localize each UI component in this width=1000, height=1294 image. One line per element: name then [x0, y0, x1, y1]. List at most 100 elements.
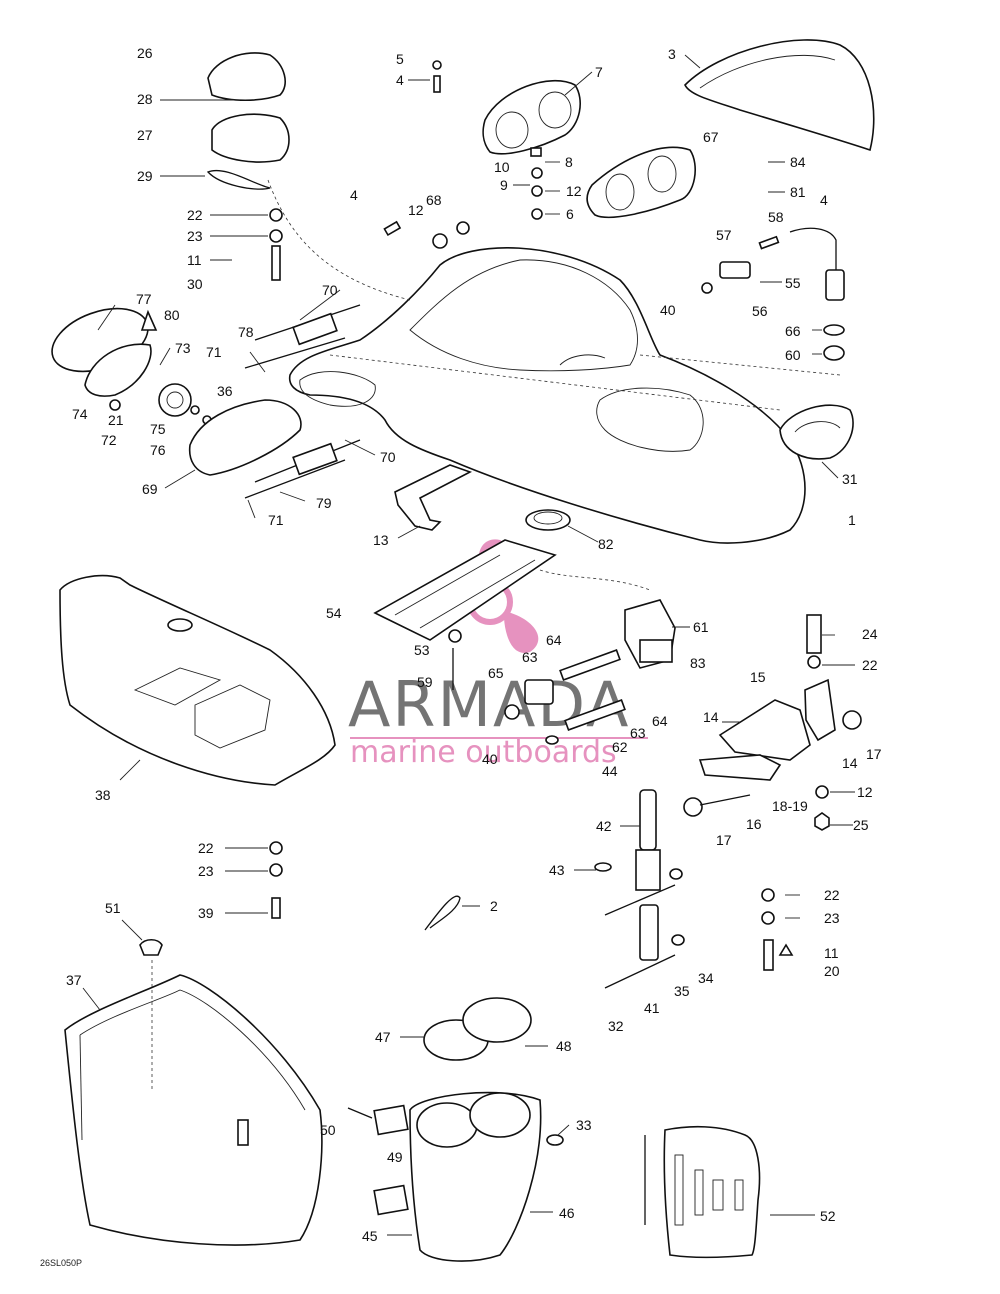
- part-label: 23: [198, 863, 214, 879]
- gauge-bezel-part-7: [482, 80, 581, 155]
- part-label: 13: [373, 532, 389, 548]
- handle-part-13: [394, 464, 473, 531]
- part-label: 62: [612, 739, 628, 755]
- part-label: 76: [150, 442, 166, 458]
- part-label: 66: [785, 323, 801, 339]
- engine-cover-part-38: [59, 574, 336, 786]
- part-label: 64: [546, 632, 562, 648]
- part-label: 51: [105, 900, 121, 916]
- part-label: 63: [522, 649, 538, 665]
- part-label: 78: [238, 324, 254, 340]
- part-label: 61: [693, 619, 709, 635]
- part-label: 55: [785, 275, 801, 291]
- part-label: 56: [752, 303, 768, 319]
- part-label: 29: [137, 168, 153, 184]
- part-label: 4: [396, 72, 404, 88]
- part-label: 63: [630, 725, 646, 741]
- reference-code: 26SL050P: [40, 1258, 82, 1268]
- hinge-bracket-assembly: [683, 614, 862, 831]
- part-label: 23: [187, 228, 203, 244]
- side-panel-part-69: [188, 399, 302, 476]
- part-label: 9: [500, 177, 508, 193]
- part-label: 81: [790, 184, 806, 200]
- ring-part-82: [525, 509, 571, 531]
- part-label: 83: [690, 655, 706, 671]
- part-label: 64: [652, 713, 668, 729]
- storage-bin-part-37: [64, 938, 323, 1246]
- part-label: 32: [608, 1018, 624, 1034]
- watermark-brand: ARMADA: [348, 668, 630, 741]
- hood-part-1: [288, 247, 841, 544]
- gas-strut-assembly: [594, 789, 685, 989]
- part-label: 80: [164, 307, 180, 323]
- part-label: 60: [785, 347, 801, 363]
- fasteners-22-23-11-20: [761, 888, 794, 971]
- part-label: 50: [320, 1122, 336, 1138]
- part-number-labels: 26 28 27 29 22 23 11 30 5 4 7 10 8 9 12 …: [40, 45, 882, 1268]
- part-label: 42: [596, 818, 612, 834]
- part-label: 6: [566, 206, 574, 222]
- part-label: 2: [490, 898, 498, 914]
- mirror-assembly: [51, 307, 212, 425]
- part-label: 3: [668, 46, 676, 62]
- part-label: 20: [824, 963, 840, 979]
- part-label: 16: [746, 816, 762, 832]
- hardware-stack: [432, 60, 543, 220]
- part-label: 17: [866, 746, 882, 762]
- part-label: 25: [853, 817, 869, 833]
- part-label: 22: [862, 657, 878, 673]
- part-label: 48: [556, 1038, 572, 1054]
- part-label: 12: [857, 784, 873, 800]
- leader-lines: [82, 54, 855, 1236]
- latch-assembly-26-30: [206, 52, 411, 301]
- part-label: 69: [142, 481, 158, 497]
- part-label: 30: [187, 276, 203, 292]
- part-label: 7: [595, 64, 603, 80]
- part-label: 27: [137, 127, 153, 143]
- part-label: 36: [217, 383, 233, 399]
- part-label: 75: [150, 421, 166, 437]
- part-label: 45: [362, 1228, 378, 1244]
- part-label: 14: [842, 755, 858, 771]
- part-label: 71: [268, 512, 284, 528]
- part-label: 5: [396, 51, 404, 67]
- part-label: 38: [95, 787, 111, 803]
- hinge-assemblies-78-79: [244, 304, 361, 499]
- part-label: 8: [565, 154, 573, 170]
- part-label: 11: [187, 252, 202, 268]
- part-label: 73: [175, 340, 191, 356]
- fasteners-4-12-68: [383, 220, 470, 249]
- part-label: 57: [716, 227, 732, 243]
- part-label: 12: [408, 202, 424, 218]
- part-label: 84: [790, 154, 806, 170]
- electrical-box-61: [624, 599, 676, 669]
- part-label: 49: [387, 1149, 403, 1165]
- gauge-plate-part-67: [586, 146, 696, 219]
- fitting-assembly-55-60: [701, 227, 845, 361]
- part-label: 22: [187, 207, 203, 223]
- part-label: 17: [716, 832, 732, 848]
- part-label: 37: [66, 972, 82, 988]
- part-label: 11: [824, 945, 839, 961]
- part-label: 22: [824, 887, 840, 903]
- part-label: 22: [198, 840, 214, 856]
- part-label: 39: [198, 905, 214, 921]
- fasteners-22-23-39: [269, 841, 283, 919]
- part-label: 52: [820, 1208, 836, 1224]
- part-label: 72: [101, 432, 117, 448]
- tie-wrap-part-2: [424, 895, 461, 931]
- part-label: 12: [566, 183, 582, 199]
- part-label: 59: [417, 674, 433, 690]
- part-label: 82: [598, 536, 614, 552]
- part-label: 46: [559, 1205, 575, 1221]
- part-label: 40: [660, 302, 676, 318]
- part-label: 31: [842, 471, 858, 487]
- part-label: 67: [703, 129, 719, 145]
- part-label: 79: [316, 495, 332, 511]
- part-label: 18-19: [772, 798, 808, 814]
- part-label: 54: [326, 605, 342, 621]
- part-label: 26: [137, 45, 153, 61]
- tool-kit-part-52: [644, 1125, 761, 1259]
- part-label: 77: [136, 291, 152, 307]
